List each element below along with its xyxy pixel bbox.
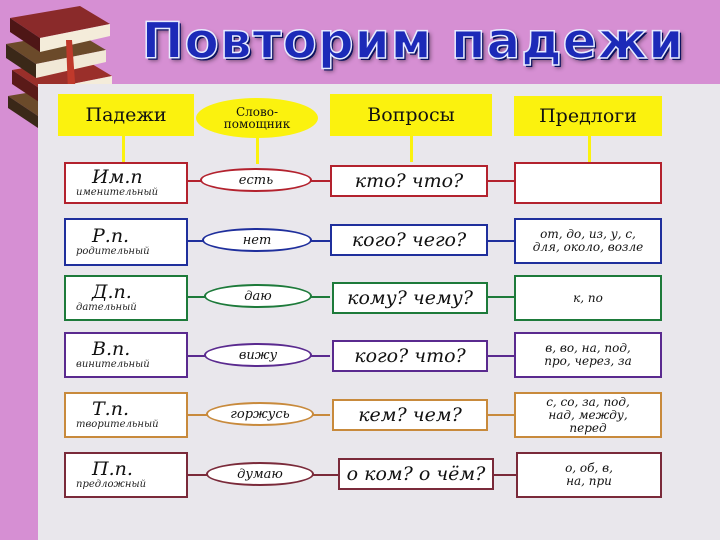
header-prepositions: Предлоги xyxy=(514,96,662,136)
preposition-line: для, около, возле xyxy=(532,240,644,254)
case-box-genitive: Р.п. родительный xyxy=(64,218,188,266)
case-abbr: Т.п. xyxy=(92,398,129,420)
case-full: творительный xyxy=(76,419,159,430)
preposition-line: от, до, из, у, с, xyxy=(540,227,636,241)
header-helper: Слово- помощник xyxy=(196,98,318,138)
preposition-box: о, об, в, на, при xyxy=(516,452,662,498)
row-connector xyxy=(488,180,514,182)
question-box: кого? чего? xyxy=(330,224,488,256)
preposition-box: к, по xyxy=(514,275,662,321)
question-box: кем? чем? xyxy=(332,399,488,431)
case-box-dative: Д.п. дательный xyxy=(64,275,188,321)
helper-word: есть xyxy=(200,168,312,192)
case-abbr: Р.п. xyxy=(92,225,130,247)
header-helper-line2: помощник xyxy=(223,117,291,131)
helper-word: нет xyxy=(202,228,312,252)
helper-word: думаю xyxy=(206,462,314,486)
case-abbr: Д.п. xyxy=(92,281,132,303)
preposition-line: в, во, на, под, xyxy=(545,341,631,355)
case-abbr: П.п. xyxy=(92,458,133,480)
row-connector xyxy=(494,474,516,476)
case-abbr: В.п. xyxy=(92,338,131,360)
row-connector xyxy=(488,240,514,242)
case-box-prepositional: П.п. предложный xyxy=(64,452,188,498)
preposition-line: над, между, xyxy=(548,407,628,422)
helper-word: даю xyxy=(204,284,312,308)
case-full: предложный xyxy=(76,479,147,490)
question-box: кто? что? xyxy=(330,165,488,197)
case-abbr: Им.п xyxy=(92,166,143,188)
preposition-line: о, об, в, xyxy=(565,461,613,475)
row-connector xyxy=(488,296,514,298)
header-connector xyxy=(588,136,591,162)
header-connector xyxy=(122,136,125,162)
header-questions: Вопросы xyxy=(330,94,492,136)
page-title: Повторим падежи xyxy=(141,11,685,71)
row-connector xyxy=(488,414,514,416)
preposition-box: в, во, на, под, про, через, за xyxy=(514,332,662,378)
case-full: дательный xyxy=(76,302,137,313)
case-box-nominative: Им.п именительный xyxy=(64,162,188,204)
case-box-instrumental: Т.п. творительный xyxy=(64,392,188,438)
preposition-line: к, по xyxy=(573,290,603,305)
case-full: именительный xyxy=(76,187,159,198)
preposition-box: с, со, за, под, над, между, перед xyxy=(514,392,662,438)
question-box: кому? чему? xyxy=(332,282,488,314)
preposition-line: с, со, за, под, xyxy=(546,394,630,409)
question-box: кого? что? xyxy=(332,340,488,372)
header-cases: Падежи xyxy=(58,94,194,136)
preposition-box: от, до, из, у, с, для, около, возле xyxy=(514,218,662,264)
question-box: о ком? о чём? xyxy=(338,458,494,490)
preposition-line: про, через, за xyxy=(544,354,632,368)
helper-word: вижу xyxy=(204,343,312,367)
header-connector xyxy=(410,136,413,162)
case-full: родительный xyxy=(76,246,150,257)
books-icon xyxy=(2,0,120,132)
header-connector xyxy=(256,138,259,164)
row-connector xyxy=(488,355,514,357)
case-full: винительный xyxy=(76,359,150,370)
preposition-box xyxy=(514,162,662,204)
helper-word: горжусь xyxy=(206,402,314,426)
preposition-line: на, при xyxy=(566,474,612,488)
header-helper-line1: Слово- xyxy=(235,105,279,119)
case-box-accusative: В.п. винительный xyxy=(64,332,188,378)
preposition-line: перед xyxy=(569,420,607,435)
